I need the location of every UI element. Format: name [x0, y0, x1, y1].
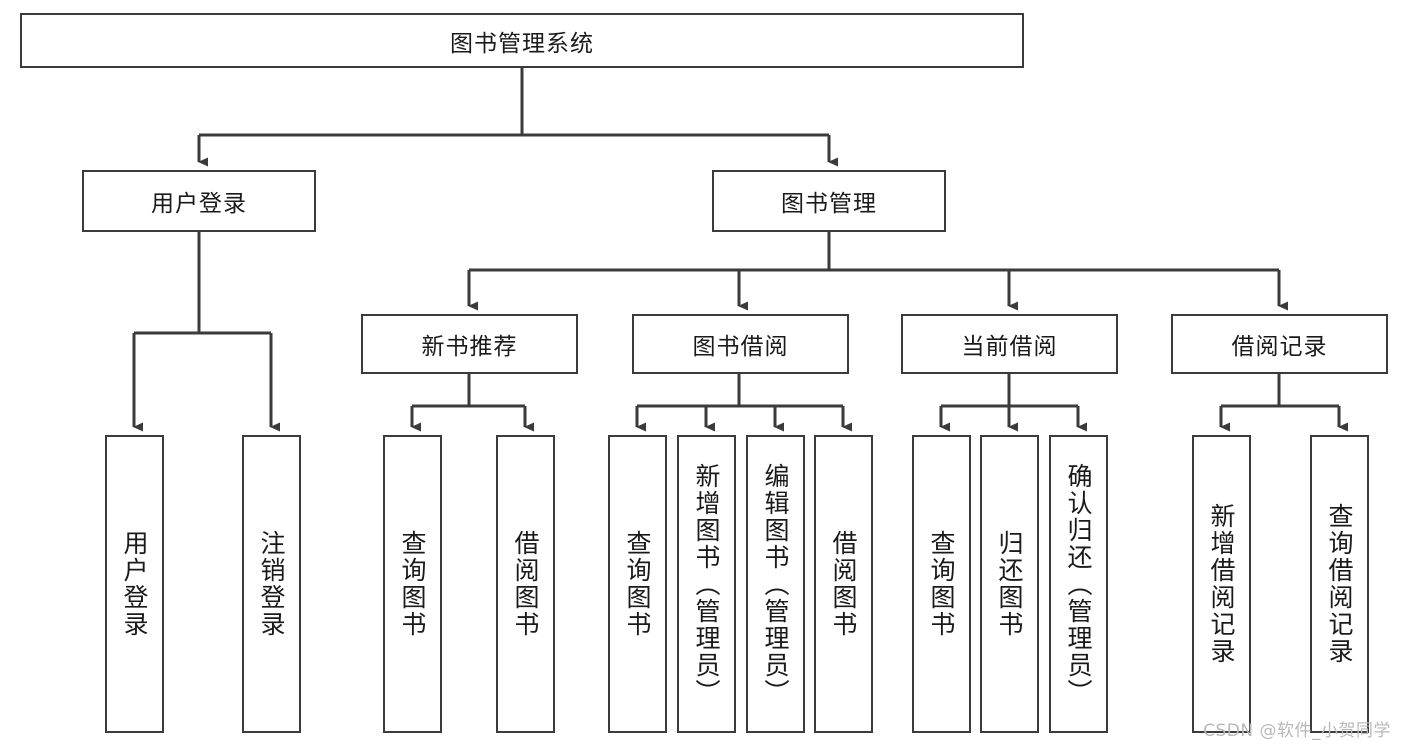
- node-new-book-recommend[interactable]: 新书推荐: [361, 314, 578, 374]
- leaf-borrow-query-book-label: 查询图书: [623, 530, 652, 638]
- leaf-borrow-edit-book-label: 编辑图书（管理员）: [761, 462, 790, 706]
- leaf-record-query-record-label: 查询借阅记录: [1325, 503, 1354, 665]
- leaf-current-confirm-return[interactable]: 确认归还（管理员）: [1049, 435, 1108, 733]
- leaf-current-confirm-return-label: 确认归还（管理员）: [1064, 462, 1093, 706]
- node-current-borrow-label: 当前借阅: [961, 334, 1058, 360]
- node-book-management[interactable]: 图书管理: [712, 170, 946, 232]
- leaf-user-login-signout[interactable]: 注销登录: [242, 435, 301, 733]
- leaf-borrow-add-book[interactable]: 新增图书（管理员）: [677, 435, 736, 733]
- node-root[interactable]: 图书管理系统: [20, 13, 1024, 68]
- leaf-borrow-query-book[interactable]: 查询图书: [608, 435, 667, 733]
- node-root-label: 图书管理系统: [450, 30, 594, 57]
- node-borrow-record[interactable]: 借阅记录: [1171, 314, 1388, 374]
- leaf-user-login-signout-label: 注销登录: [257, 530, 286, 638]
- leaf-borrow-add-book-label: 新增图书（管理员）: [692, 462, 721, 706]
- leaf-current-return-book-label: 归还图书: [995, 530, 1024, 638]
- leaf-current-query-book[interactable]: 查询图书: [912, 435, 971, 733]
- node-book-borrow[interactable]: 图书借阅: [632, 314, 849, 374]
- node-new-book-recommend-label: 新书推荐: [421, 334, 518, 360]
- leaf-current-query-book-label: 查询图书: [927, 530, 956, 638]
- leaf-current-return-book[interactable]: 归还图书: [980, 435, 1039, 733]
- node-user-login[interactable]: 用户登录: [82, 170, 316, 232]
- leaf-recommend-borrow-book[interactable]: 借阅图书: [496, 435, 555, 733]
- leaf-borrow-borrow-book[interactable]: 借阅图书: [814, 435, 873, 733]
- leaf-recommend-borrow-book-label: 借阅图书: [511, 530, 540, 638]
- leaf-recommend-query-book[interactable]: 查询图书: [383, 435, 442, 733]
- leaf-user-login-signin-label: 用户登录: [120, 530, 149, 638]
- node-book-management-label: 图书管理: [781, 191, 877, 217]
- node-current-borrow[interactable]: 当前借阅: [901, 314, 1118, 374]
- leaf-user-login-signin[interactable]: 用户登录: [105, 435, 164, 733]
- node-user-login-label: 用户登录: [151, 191, 247, 217]
- leaf-record-query-record[interactable]: 查询借阅记录: [1310, 435, 1369, 733]
- leaf-recommend-query-book-label: 查询图书: [398, 530, 427, 638]
- leaf-borrow-borrow-book-label: 借阅图书: [829, 530, 858, 638]
- leaf-record-add-record[interactable]: 新增借阅记录: [1192, 435, 1251, 733]
- node-book-borrow-label: 图书借阅: [692, 334, 789, 360]
- node-borrow-record-label: 借阅记录: [1231, 334, 1328, 360]
- leaf-borrow-edit-book[interactable]: 编辑图书（管理员）: [746, 435, 805, 733]
- leaf-record-add-record-label: 新增借阅记录: [1207, 503, 1236, 665]
